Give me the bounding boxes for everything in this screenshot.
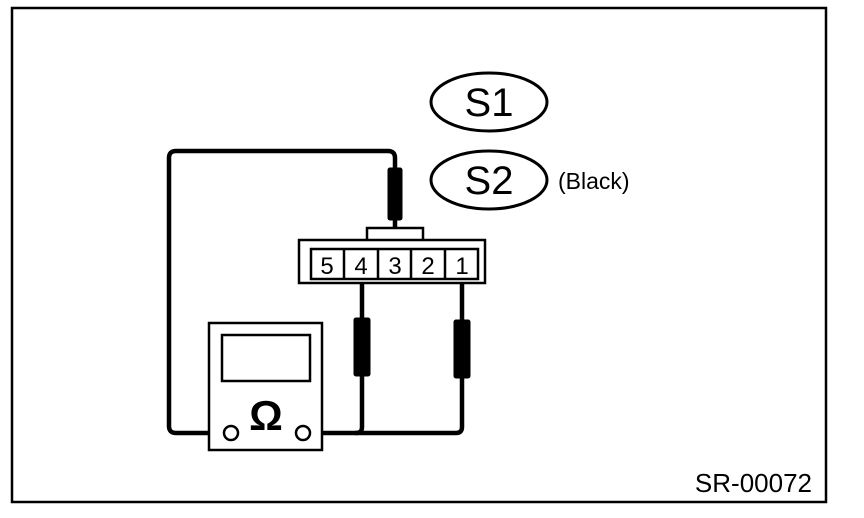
probe-pin3 xyxy=(387,167,403,221)
pin-label: 1 xyxy=(455,253,468,280)
s1-text: S1 xyxy=(465,81,514,125)
connector-label-s1: S1 xyxy=(429,71,549,133)
pin-label: 5 xyxy=(320,253,333,280)
wire-pin1-to-meter xyxy=(353,280,465,436)
figure-code: SR-00072 xyxy=(695,468,812,498)
pin-label: 2 xyxy=(421,253,434,280)
figure-frame xyxy=(10,6,828,504)
wires xyxy=(166,148,465,436)
pin-label: 4 xyxy=(354,253,367,280)
probe-pin4 xyxy=(353,317,371,377)
meter-display xyxy=(220,333,312,383)
wire-pin3-to-meter xyxy=(166,148,398,436)
connector: 5 4 3 2 1 xyxy=(297,226,487,285)
ohm-symbol: Ω xyxy=(249,392,283,439)
probes xyxy=(353,167,471,379)
s1-oval xyxy=(429,71,549,133)
pin-label: 3 xyxy=(388,253,401,280)
connector-label-s2: S2 (Black) xyxy=(429,149,630,211)
probe-pin1 xyxy=(453,319,471,379)
s2-oval xyxy=(429,149,549,211)
ohmmeter: Ω xyxy=(207,321,324,452)
meter-terminal-left xyxy=(222,424,240,442)
s2-text: S2 xyxy=(465,159,514,203)
pin-dividers xyxy=(342,249,447,279)
s2-color-note: (Black) xyxy=(558,168,630,194)
meter-terminal-right xyxy=(294,424,312,442)
connector-pin-area xyxy=(309,247,480,281)
pin-numbers: 5 4 3 2 1 xyxy=(320,253,468,280)
